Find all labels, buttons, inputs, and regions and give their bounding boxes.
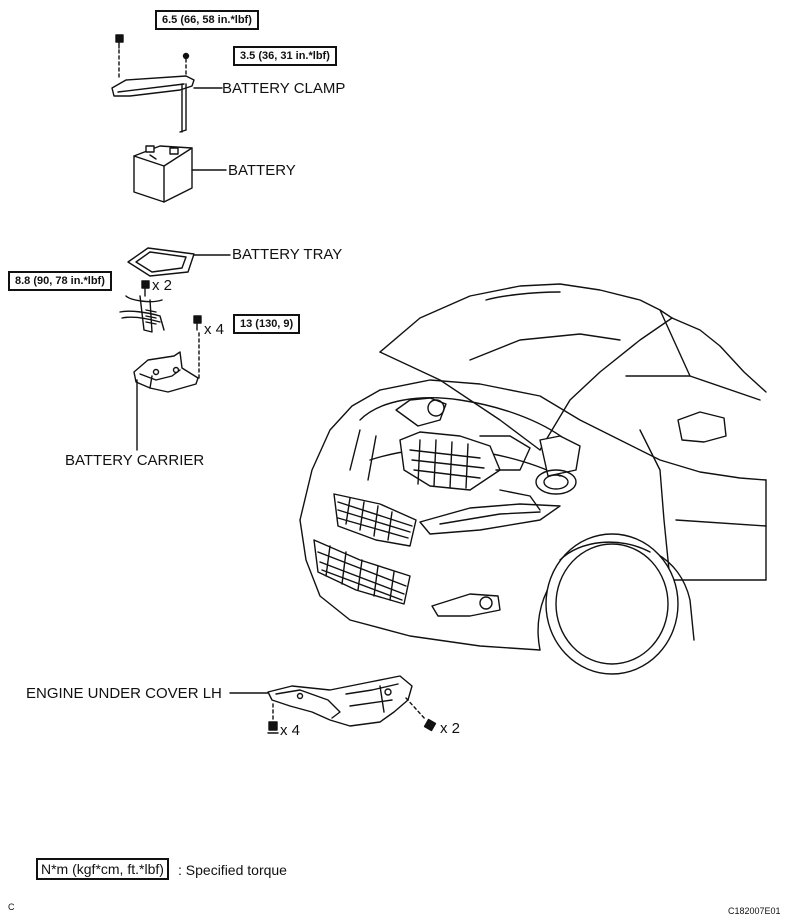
carrier-bolt-icon	[193, 315, 202, 379]
torque-carrier-bolt: 13 (130, 9)	[233, 314, 301, 334]
battery-tray-icon	[127, 247, 195, 277]
battery-carrier-icon	[133, 351, 199, 451]
battery-clamp-icon	[111, 52, 195, 133]
vehicle-icon	[299, 283, 767, 675]
cover-bolt-icon	[423, 718, 437, 732]
qty-carrier-bolts: x 4	[204, 321, 225, 338]
tray-bolt-icon	[141, 280, 150, 297]
battery-icon	[133, 145, 193, 203]
legend-torque-text: : Specified torque	[178, 862, 287, 878]
legend-torque-box: N*m (kgf*cm, ft.*lbf)	[36, 858, 169, 880]
label-battery: BATTERY	[228, 162, 296, 179]
illustration-code: C182007E01	[728, 906, 781, 916]
wire-harness-icon	[119, 295, 165, 333]
clamp-bolt-icon	[115, 34, 124, 81]
label-battery-tray: BATTERY TRAY	[232, 246, 343, 263]
torque-clamp-nut: 3.5 (36, 31 in.*lbf)	[233, 46, 337, 66]
label-engine-under-cover: ENGINE UNDER COVER LH	[26, 685, 222, 702]
qty-cover-bolts: x 2	[440, 720, 461, 737]
engine-under-cover-icon	[267, 675, 427, 727]
torque-clamp-bolt: 6.5 (66, 58 in.*lbf)	[155, 10, 259, 30]
label-battery-carrier: BATTERY CARRIER	[65, 452, 205, 469]
label-battery-clamp: BATTERY CLAMP	[222, 80, 346, 97]
corner-code-left: C	[8, 902, 15, 912]
torque-tray-bolt: 8.8 (90, 78 in.*lbf)	[8, 271, 112, 291]
qty-tray-bolts: x 2	[152, 277, 173, 294]
qty-cover-clips: x 4	[280, 722, 301, 739]
cover-clip-icon	[267, 703, 279, 734]
